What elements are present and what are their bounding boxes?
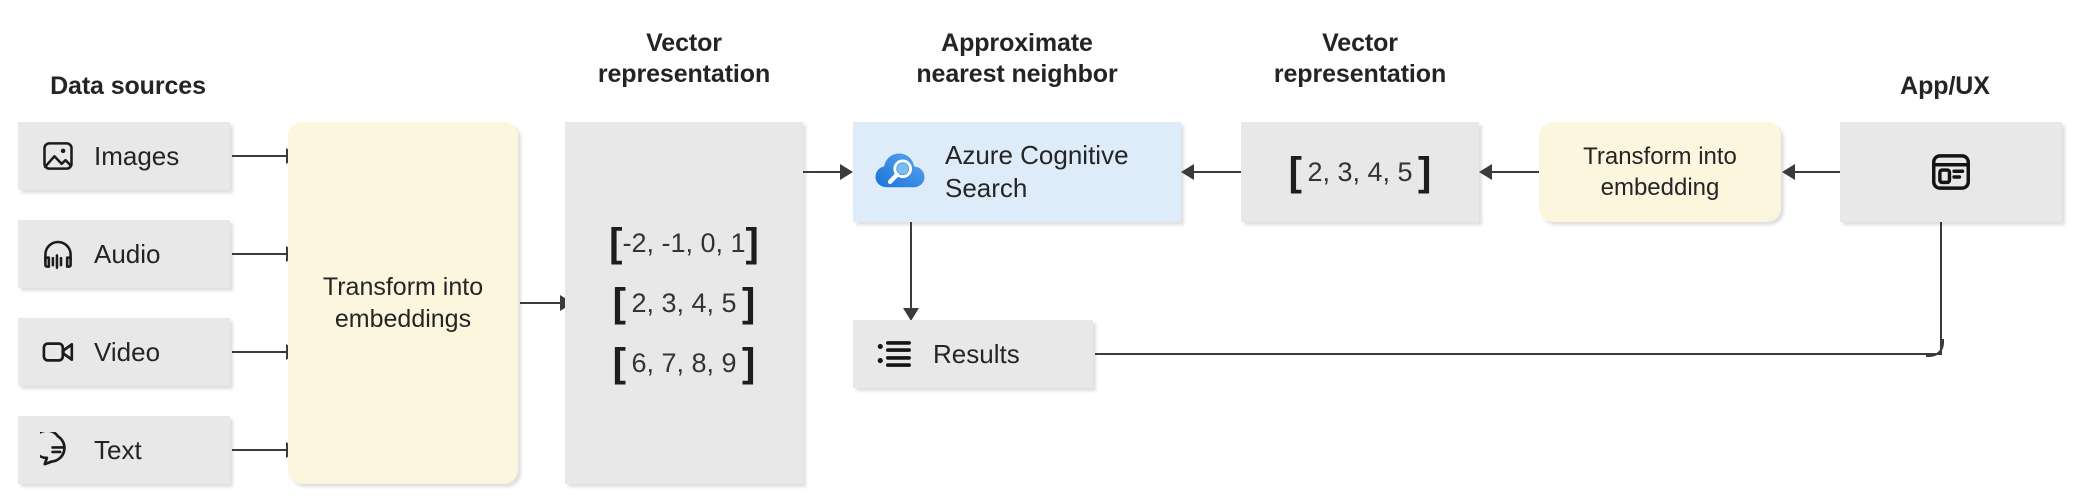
vector-row: [ 2, 3, 4, 5 ] bbox=[612, 281, 756, 325]
arrowhead-app-to-transformright bbox=[1782, 164, 1795, 180]
transform-into-embedding-box[interactable]: Transform into embedding bbox=[1539, 122, 1781, 222]
arrow-line-audio-to-transform bbox=[232, 253, 288, 255]
heading-app-ux: App/UX bbox=[1900, 72, 1990, 100]
source-label: Video bbox=[94, 337, 161, 367]
chat-bubble-icon bbox=[40, 432, 76, 468]
vector-values: 6, 7, 8, 9 bbox=[631, 348, 737, 378]
arrow-line-text-to-transform bbox=[232, 449, 288, 451]
source-chip-text[interactable]: Text bbox=[18, 416, 230, 484]
vector-values: -2, -1, 0, 1 bbox=[622, 228, 746, 258]
headphones-icon bbox=[40, 236, 76, 272]
bracket-close: ] bbox=[742, 281, 756, 325]
azure-cognitive-search-label: Azure Cognitive Search bbox=[945, 140, 1129, 203]
vector-representation-box-right[interactable]: [ 2, 3, 4, 5 ] bbox=[1241, 122, 1479, 222]
arrow-line-search-to-results bbox=[910, 222, 912, 310]
vector-row: [ 2, 3, 4, 5 ] bbox=[1288, 150, 1432, 194]
arrowhead-transformright-to-vectorright bbox=[1479, 164, 1492, 180]
bracket-open: [ bbox=[609, 221, 623, 265]
app-window-icon bbox=[1928, 149, 1974, 195]
arrowhead-vectorright-to-search bbox=[1181, 164, 1194, 180]
source-label: Images bbox=[94, 141, 180, 171]
vector-row: [ 6, 7, 8, 9 ] bbox=[612, 341, 756, 385]
bracket-close: ] bbox=[742, 341, 756, 385]
arrow-line-app-to-transformright bbox=[1795, 171, 1841, 173]
source-chip-images[interactable]: Images bbox=[18, 122, 230, 190]
heading-vector-representation-right: Vector representation bbox=[1273, 29, 1447, 88]
source-label: Text bbox=[94, 435, 142, 465]
transform-into-embeddings-box[interactable]: Transform into embeddings bbox=[288, 122, 518, 484]
arrow-line-vectorright-to-search bbox=[1194, 171, 1242, 173]
arrow-line-transform-to-vectors bbox=[520, 302, 562, 304]
azure-cognitive-search-icon bbox=[873, 145, 927, 199]
heading-approximate-nearest-neighbor: Approximate nearest neighbor bbox=[916, 29, 1118, 88]
arrow-line-transformright-to-vectorright bbox=[1492, 171, 1540, 173]
heading-vector-representation-left: Vector representation bbox=[597, 29, 771, 88]
bracket-open: [ bbox=[612, 281, 626, 325]
source-label: Audio bbox=[94, 239, 161, 269]
source-chip-audio[interactable]: Audio bbox=[18, 220, 230, 288]
video-camera-icon bbox=[40, 334, 76, 370]
arrow-line-video-to-transform bbox=[232, 351, 288, 353]
bracket-open: [ bbox=[1288, 150, 1302, 194]
feedback-line-elbow bbox=[1926, 339, 1944, 357]
results-box[interactable]: Results bbox=[853, 320, 1093, 388]
app-ux-box[interactable] bbox=[1840, 122, 2062, 222]
arrow-line-images-to-transform bbox=[232, 155, 288, 157]
vector-values: 2, 3, 4, 5 bbox=[631, 288, 737, 318]
arrow-line-vectors-to-search bbox=[803, 171, 847, 173]
results-label: Results bbox=[933, 339, 1020, 369]
bracket-open: [ bbox=[612, 341, 626, 385]
source-chip-video[interactable]: Video bbox=[18, 318, 230, 386]
vector-values: 2, 3, 4, 5 bbox=[1307, 157, 1413, 187]
vector-representation-box-left[interactable]: [ -2, -1, 0, 1 ] [ 2, 3, 4, 5 ] [ 6, 7, … bbox=[565, 122, 803, 484]
arrowhead-vectors-to-search bbox=[840, 164, 853, 180]
bracket-close: ] bbox=[745, 221, 759, 265]
image-icon bbox=[40, 138, 76, 174]
arrowhead-search-to-results bbox=[903, 308, 919, 321]
feedback-line-app-vertical bbox=[1940, 180, 1942, 355]
heading-data-sources: Data sources bbox=[50, 72, 206, 100]
vector-row: [ -2, -1, 0, 1 ] bbox=[609, 221, 759, 265]
feedback-line-results-horizontal bbox=[1095, 353, 1940, 355]
bracket-close: ] bbox=[1418, 150, 1432, 194]
azure-cognitive-search-box[interactable]: Azure Cognitive Search bbox=[853, 122, 1181, 222]
bulleted-list-icon bbox=[875, 336, 915, 372]
